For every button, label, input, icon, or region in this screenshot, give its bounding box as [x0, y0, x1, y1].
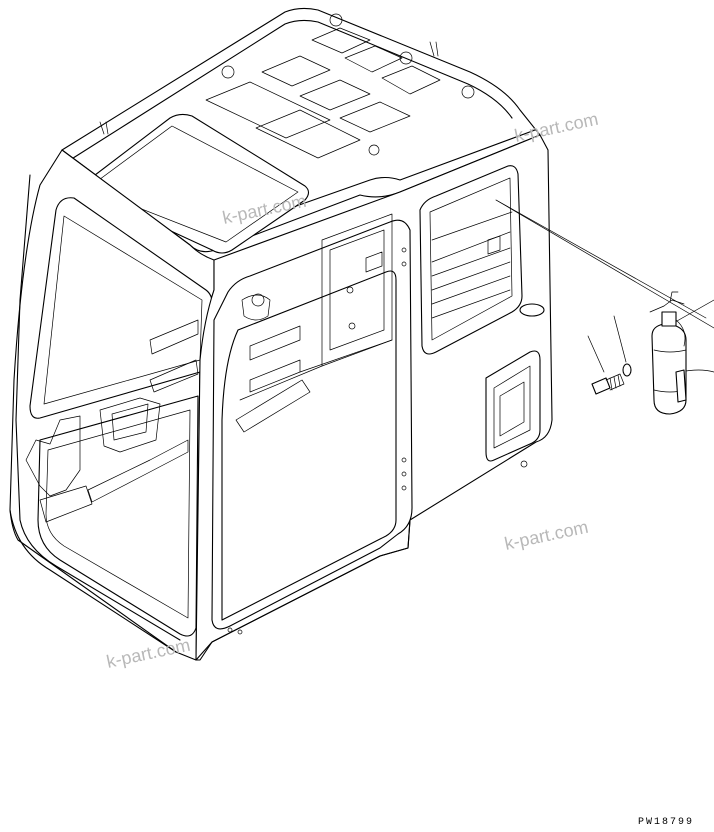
mounting-washer [613, 315, 632, 377]
side-rear-window [419, 165, 523, 355]
roof-panels [99, 13, 475, 159]
watermark: k-part.com [513, 109, 600, 146]
watermark: k-part.com [105, 635, 192, 672]
watermark: k-part.com [503, 517, 590, 554]
drawing-code: PW18799 [638, 817, 694, 828]
mounting-bolt [587, 335, 625, 395]
door-hinge-dots [227, 247, 407, 635]
fire-extinguisher [649, 291, 687, 415]
roof-window [77, 113, 310, 254]
side-badge [519, 303, 545, 317]
cab-door-opening [221, 270, 397, 621]
cab-interior-rear [235, 213, 393, 433]
front-interior-details [25, 319, 199, 523]
side-vent-grille [485, 350, 541, 462]
exploded-parts [495, 199, 714, 415]
operator-cab-drawing [9, 7, 553, 661]
